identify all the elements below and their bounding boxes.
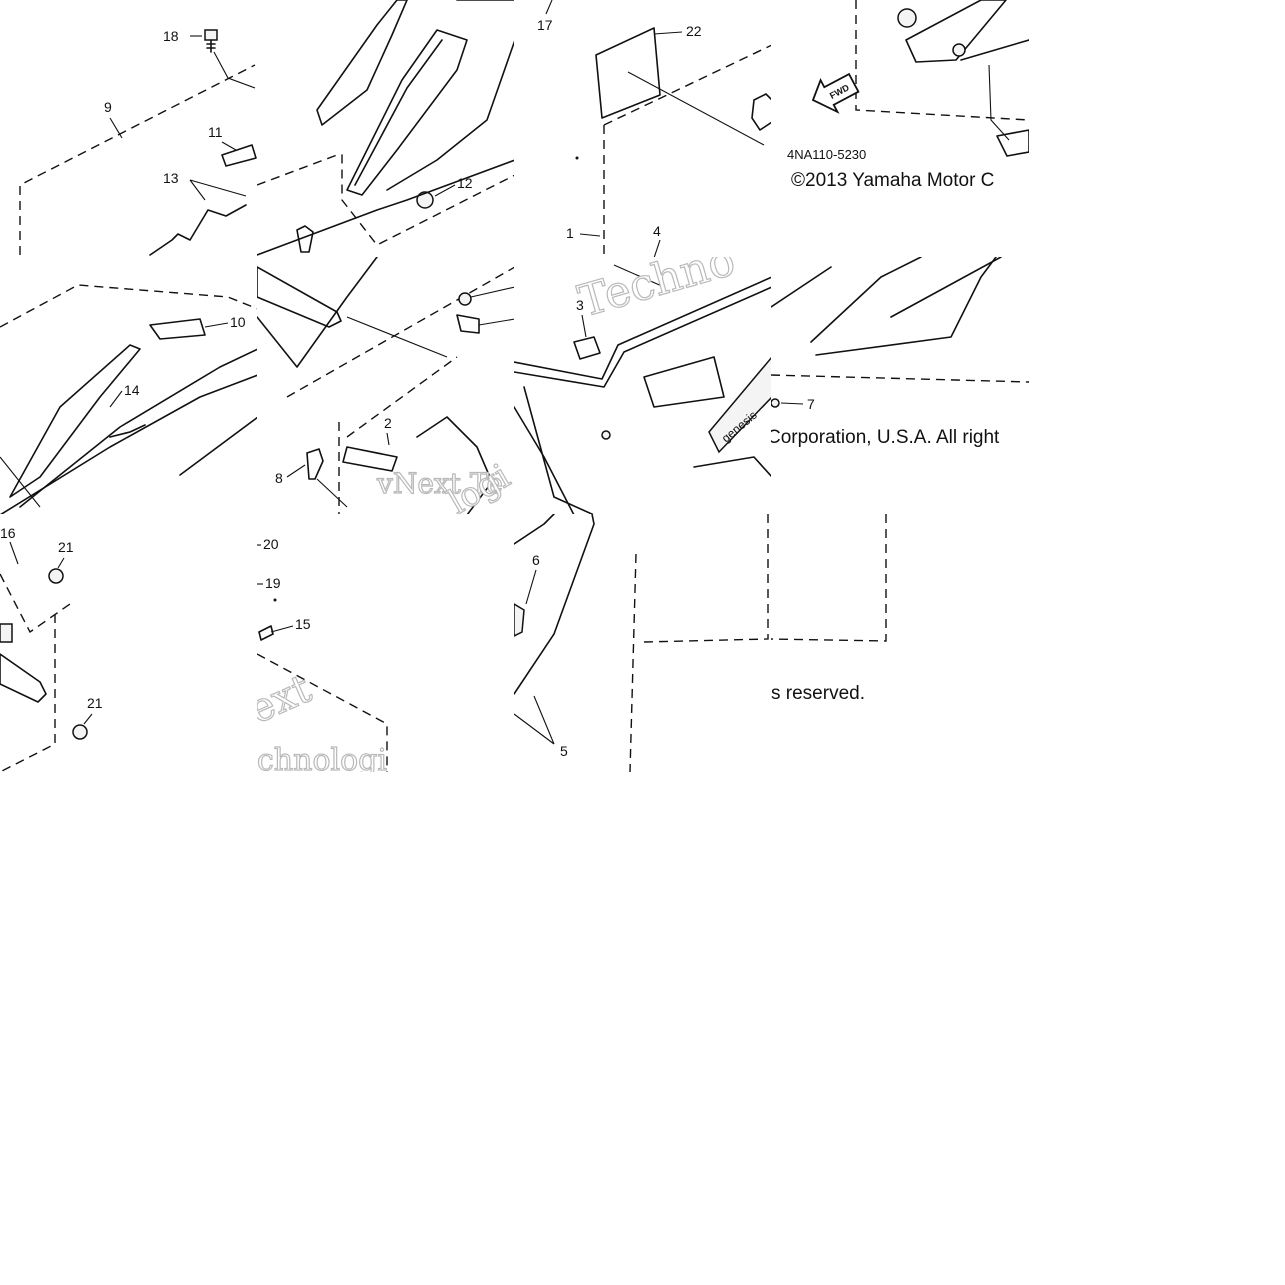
mount-bracket [257, 266, 342, 328]
frame-outline [257, 653, 388, 772]
diagram-tile-bottom-left: 16 21 21 [0, 514, 258, 772]
screw-part [204, 29, 218, 53]
frame-outline [0, 284, 258, 328]
callout-22: 22 [686, 23, 702, 39]
callout-8: 8 [275, 470, 283, 486]
side-cover-edge [416, 416, 493, 515]
callout-16: 16 [0, 525, 16, 541]
side-cover-edge [514, 514, 595, 695]
grommet-part [416, 191, 434, 209]
bolt-part [996, 129, 1029, 157]
clip-nut-part [456, 314, 480, 334]
callout-14: 14 [124, 382, 140, 398]
watermark-text: Techno [573, 257, 741, 328]
rear-grab-bar [905, 0, 1007, 63]
copyright-line-2: Corporation, U.S.A. All right [771, 427, 1000, 448]
trim-strip [0, 653, 47, 703]
callout-6: 6 [532, 552, 540, 568]
callout-21b: 21 [87, 695, 103, 711]
copyright-line-3: s reserved. [771, 683, 865, 704]
label-part [221, 144, 257, 167]
svg-text:chnologi: chnologi [257, 743, 387, 772]
tail-cowl-panel [316, 0, 408, 126]
copyright-line-1: ©2013 Yamaha Motor C [791, 170, 994, 191]
frame-outline [771, 374, 1029, 383]
callout-18: 18 [163, 28, 179, 44]
inner-panel [643, 356, 725, 408]
watermark-text: ext [257, 666, 318, 733]
diagram-tile-top-right: FWD 4NA110-5230 ©2013 Yamaha Motor C [771, 0, 1029, 258]
frame-outline [0, 573, 71, 772]
frame-outline [257, 154, 515, 246]
diagram-tile-middle-right: 7 Corporation, U.S.A. All right [771, 257, 1029, 515]
seat-cowl-top-edge [514, 286, 772, 388]
callout-2: 2 [384, 415, 392, 431]
callout-21: 21 [58, 539, 74, 555]
callout-4: 4 [653, 223, 661, 239]
callout-1: 1 [566, 225, 574, 241]
seat-base-panel [9, 344, 141, 498]
callout-5: 5 [560, 743, 568, 759]
frame-outline [19, 64, 256, 255]
callout-12: 12 [457, 175, 473, 191]
callout-9: 9 [104, 99, 112, 115]
frame-outline [771, 514, 887, 642]
decal-sheet-part [595, 27, 661, 119]
genesis-badge: genesis [708, 355, 772, 454]
diagram-tile-top-left: 18 9 11 13 [0, 0, 258, 258]
bolt-part [296, 225, 314, 253]
callout-19: 19 [265, 575, 281, 591]
callout-13: 13 [163, 170, 179, 186]
seat-cushion [149, 204, 247, 256]
screw-head-part [458, 292, 472, 306]
callout-7: 7 [807, 396, 815, 412]
svg-text:logi: logi [442, 456, 516, 515]
nut-part [897, 8, 917, 28]
frame-outline [855, 0, 1029, 121]
diagram-tile-middle-left: 10 14 [0, 257, 258, 515]
emblem-part [342, 446, 398, 472]
fwd-arrow-icon: FWD [811, 72, 860, 114]
frame-outline [629, 553, 637, 772]
diagram-tile-top-center-right: 17 22 1 4 [514, 0, 772, 258]
diagram-tile-top-center-left: 12 [257, 0, 515, 258]
rivet-part [48, 568, 64, 584]
callout-3: 3 [576, 297, 584, 313]
bracket-part [751, 93, 772, 131]
callout-20: 20 [263, 536, 279, 552]
diagram-tile-bottom-center-right: 6 5 [514, 514, 772, 772]
frame-outline [286, 266, 515, 438]
callout-11: 11 [208, 124, 223, 140]
callout-17: 17 [537, 17, 553, 33]
tail-panel [810, 257, 997, 356]
diagram-tile-middle-center-left: 2 8 vNext Te logi [257, 257, 515, 515]
seat-frame-rail [346, 29, 468, 196]
watermark-text: vNext Te [376, 467, 503, 500]
screw-part [771, 398, 780, 408]
rivet-part [72, 724, 88, 740]
label-part [573, 336, 601, 360]
diagram-tile-bottom-right: s reserved. [771, 514, 1029, 772]
clip-part [258, 625, 274, 641]
diagram-tile-middle-center-right: 3 genesis Techno [514, 257, 772, 515]
part-number-code: 4NA110-5230 [787, 147, 866, 162]
diagram-tile-bottom-center-left: 20 19 15 ext chnologi [257, 514, 515, 772]
callout-10: 10 [230, 314, 246, 330]
bolt-part [306, 448, 324, 480]
label-part [149, 318, 206, 340]
callout-15: 15 [295, 616, 311, 632]
